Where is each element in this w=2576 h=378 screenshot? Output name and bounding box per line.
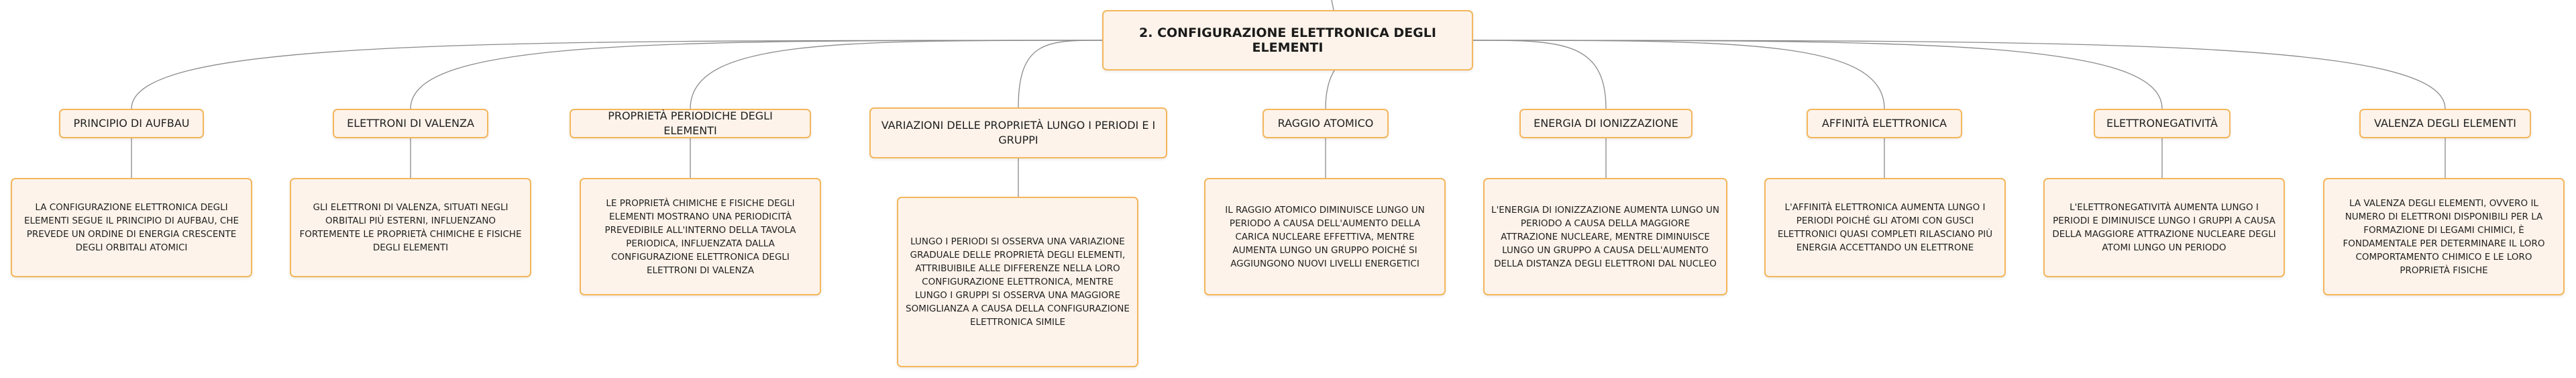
topic-label: AFFINITÀ ELETTRONICA — [1821, 117, 1947, 130]
branch-connector — [1472, 40, 2446, 109]
detail-node[interactable]: L'AFFINITÀ ELETTRONICA AUMENTA LUNGO I P… — [1764, 178, 2006, 277]
topic-label: ELETTRONEGATIVITÀ — [2106, 117, 2218, 130]
detail-text: L'AFFINITÀ ELETTRONICA AUMENTA LUNGO I P… — [1777, 202, 1993, 253]
parent-connector — [1331, 0, 1334, 11]
detail-node[interactable]: IL RAGGIO ATOMICO DIMINUISCE LUNGO UN PE… — [1204, 178, 1446, 295]
detail-text: LE PROPRIETÀ CHIMICHE E FISICHE DEGLI EL… — [604, 197, 796, 276]
topic-label: PROPRIETÀ PERIODICHE DEGLI ELEMENTI — [608, 109, 773, 137]
root-topic[interactable]: 2. CONFIGURAZIONE ELETTRONICA DEGLI ELEM… — [1102, 10, 1473, 70]
detail-text: IL RAGGIO ATOMICO DIMINUISCE LUNGO UN PE… — [1225, 204, 1425, 269]
topic-label: VARIAZIONI DELLE PROPRIETÀ LUNGO I PERIO… — [881, 119, 1156, 146]
detail-text: L'ENERGIA DI IONIZZAZIONE AUMENTA LUNGO … — [1491, 204, 1719, 269]
topic-node[interactable]: PROPRIETÀ PERIODICHE DEGLI ELEMENTI — [570, 109, 811, 138]
branch-connector — [690, 40, 1103, 109]
branch-connector — [131, 40, 1103, 109]
branch-connector — [1018, 40, 1103, 108]
detail-node[interactable]: LA CONFIGURAZIONE ELETTRONICA DEGLI ELEM… — [11, 178, 252, 277]
topic-label: ENERGIA DI IONIZZAZIONE — [1534, 117, 1678, 130]
detail-text: GLI ELETTRONI DI VALENZA, SITUATI NEGLI … — [299, 202, 522, 253]
root-topic-label: 2. CONFIGURAZIONE ELETTRONICA DEGLI ELEM… — [1139, 26, 1436, 55]
topic-label: VALENZA DEGLI ELEMENTI — [2374, 117, 2516, 130]
topic-node[interactable]: VALENZA DEGLI ELEMENTI — [2359, 109, 2531, 138]
topic-node[interactable]: VARIAZIONI DELLE PROPRIETÀ LUNGO I PERIO… — [869, 107, 1167, 158]
topic-node[interactable]: AFFINITÀ ELETTRONICA — [1807, 109, 1962, 138]
topic-node[interactable]: ENERGIA DI IONIZZAZIONE — [1519, 109, 1693, 138]
detail-node[interactable]: GLI ELETTRONI DI VALENZA, SITUATI NEGLI … — [290, 178, 531, 277]
branch-connector — [1472, 40, 1607, 109]
topic-node[interactable]: ELETTRONEGATIVITÀ — [2094, 109, 2231, 138]
detail-node[interactable]: L'ENERGIA DI IONIZZAZIONE AUMENTA LUNGO … — [1483, 178, 1727, 295]
detail-node[interactable]: LUNGO I PERIODI SI OSSERVA UNA VARIAZION… — [897, 197, 1138, 367]
topic-node[interactable]: RAGGIO ATOMICO — [1263, 109, 1389, 138]
topic-node[interactable]: ELETTRONI DI VALENZA — [333, 109, 488, 138]
branch-connector — [410, 40, 1103, 109]
detail-node[interactable]: LA VALENZA DEGLI ELEMENTI, OVVERO IL NUM… — [2323, 178, 2565, 295]
topic-node[interactable]: PRINCIPIO DI AUFBAU — [59, 109, 204, 138]
topic-label: RAGGIO ATOMICO — [1277, 117, 1374, 130]
detail-text: LA CONFIGURAZIONE ELETTRONICA DEGLI ELEM… — [23, 202, 239, 253]
detail-text: LA VALENZA DEGLI ELEMENTI, OVVERO IL NUM… — [2343, 197, 2545, 276]
detail-node[interactable]: LE PROPRIETÀ CHIMICHE E FISICHE DEGLI EL… — [580, 178, 821, 295]
detail-text: L'ELETTRONEGATIVITÀ AUMENTA LUNGO I PERI… — [2052, 202, 2276, 253]
detail-node[interactable]: L'ELETTRONEGATIVITÀ AUMENTA LUNGO I PERI… — [2043, 178, 2285, 277]
branch-connector — [1472, 40, 1885, 109]
detail-text: LUNGO I PERIODI SI OSSERVA UNA VARIAZION… — [906, 236, 1130, 328]
topic-label: ELETTRONI DI VALENZA — [347, 117, 474, 130]
topic-label: PRINCIPIO DI AUFBAU — [73, 117, 190, 130]
